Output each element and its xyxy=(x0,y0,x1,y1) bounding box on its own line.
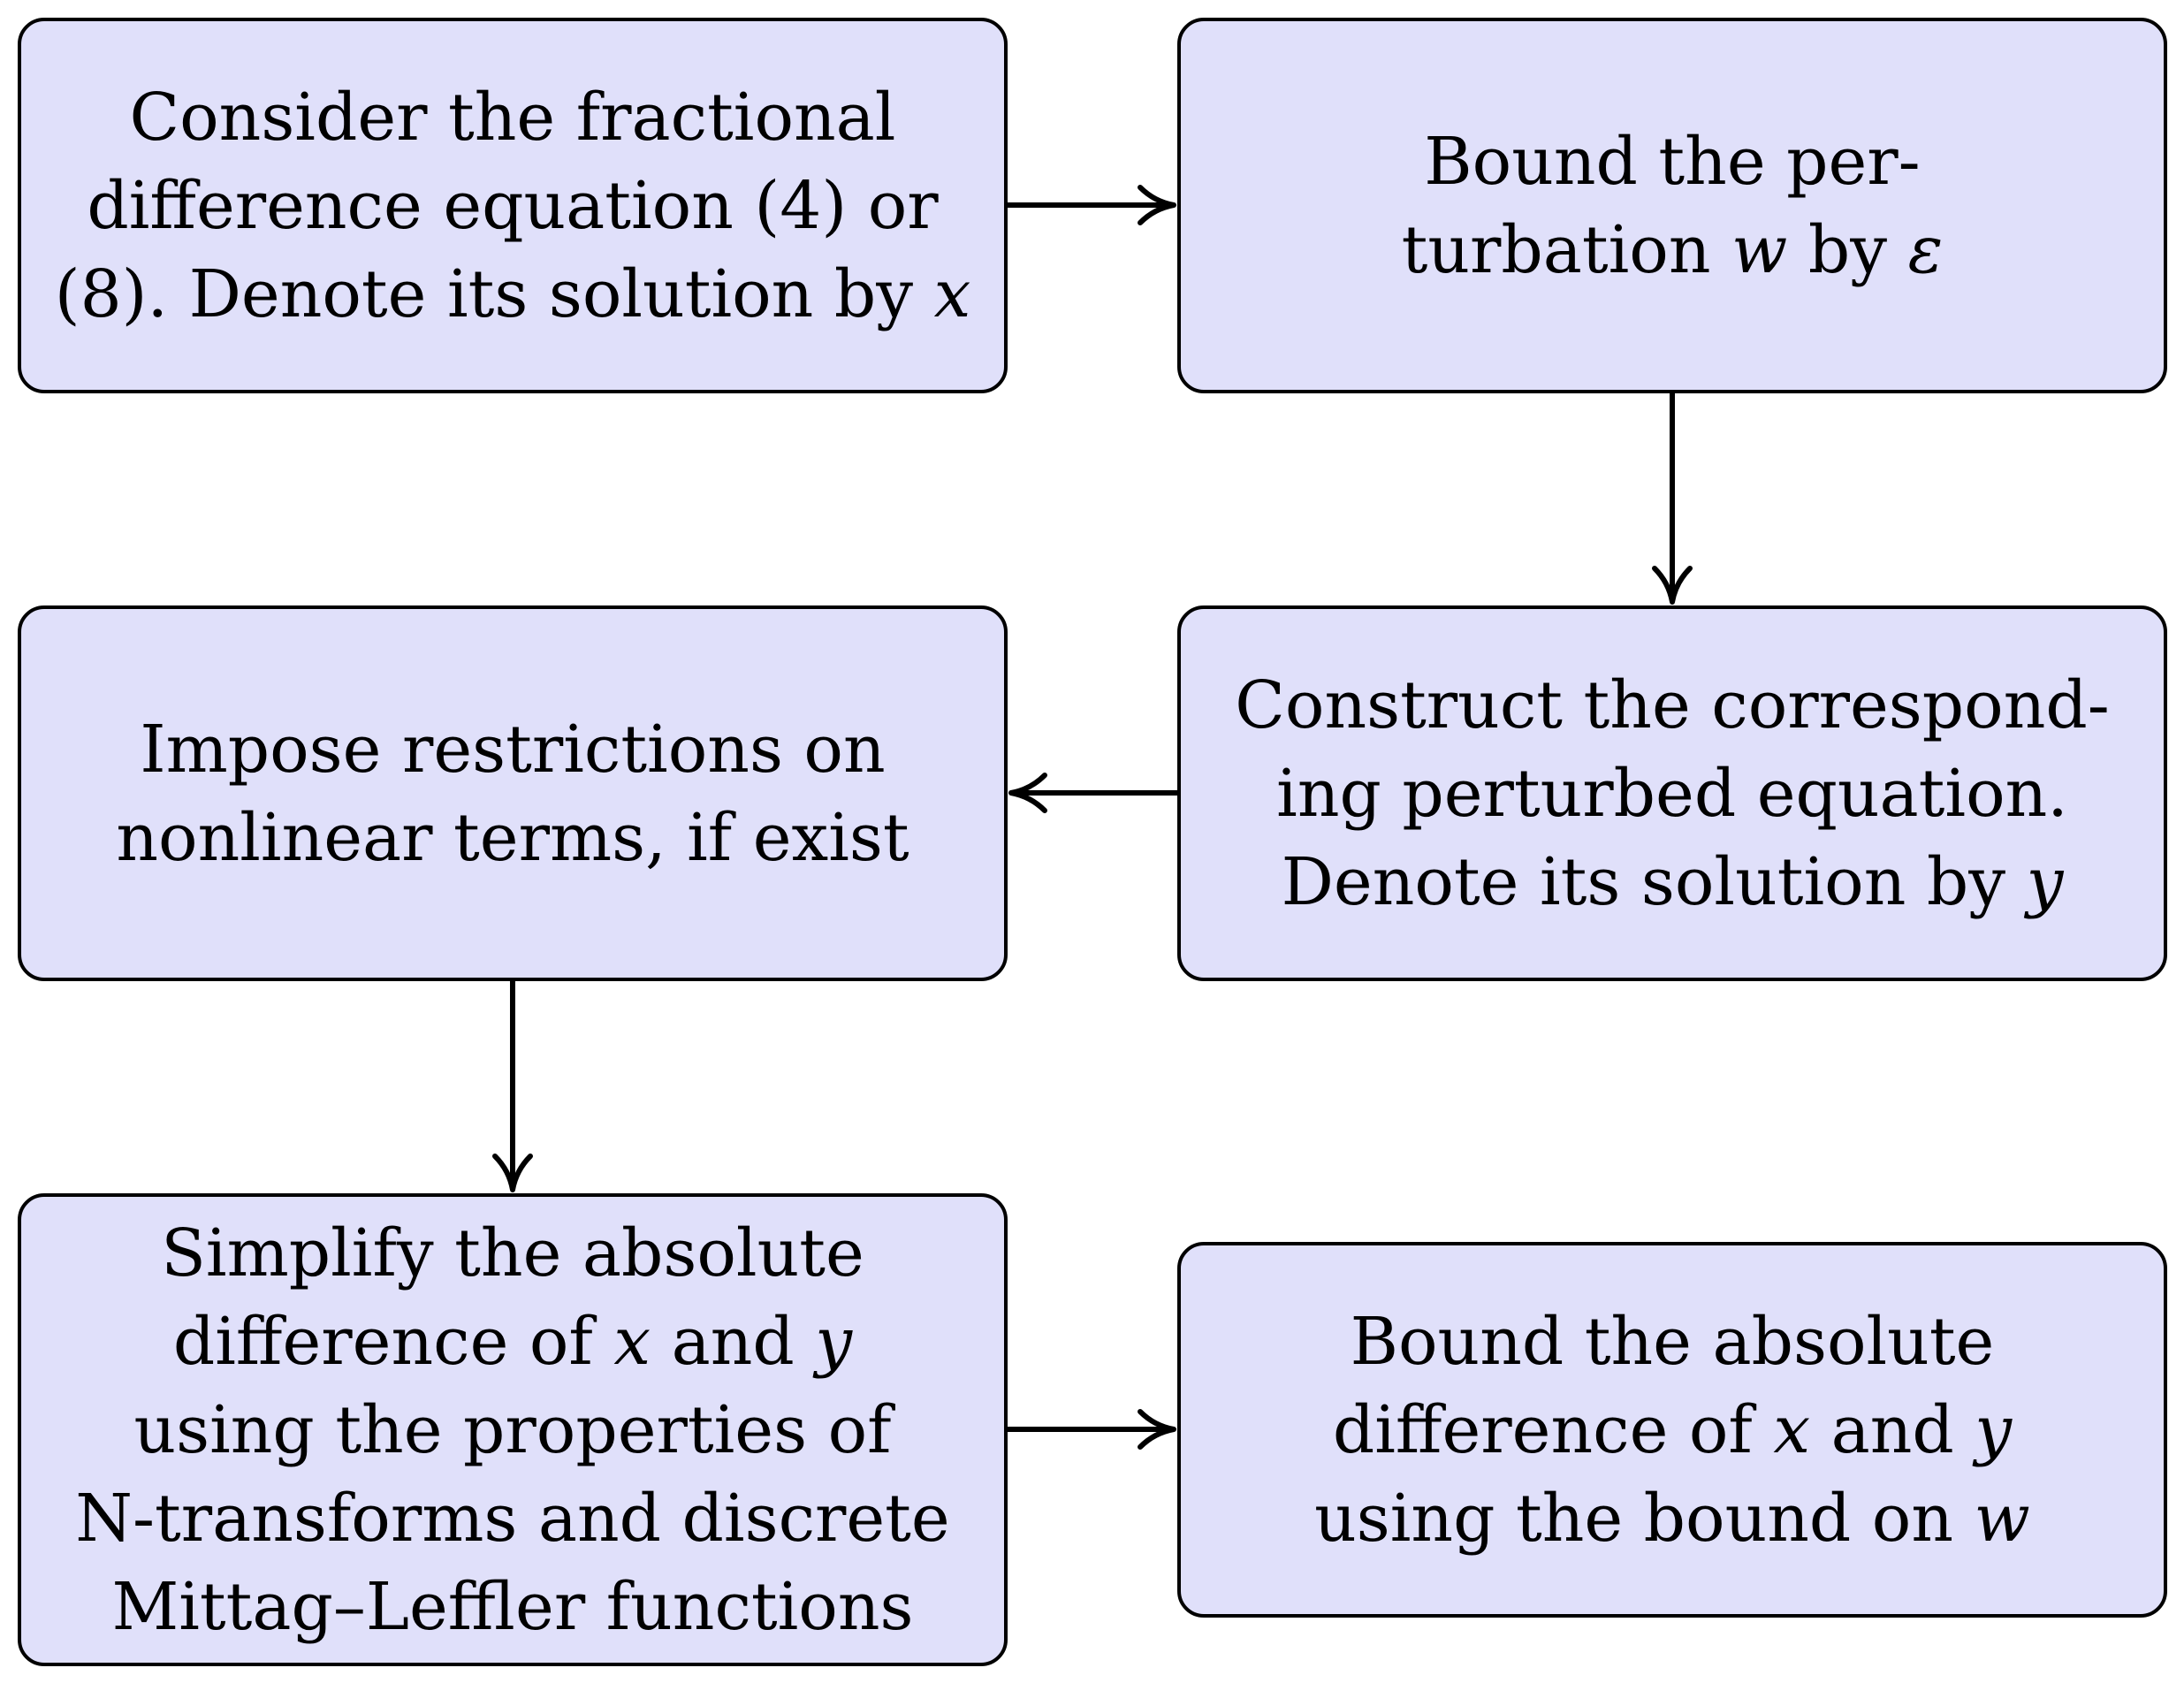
text-line: difference of x and y xyxy=(1314,1386,2030,1474)
text-line: Bound the per- xyxy=(1402,118,1944,206)
text-segment: nonlinear terms, if exist xyxy=(116,799,909,876)
arrow-impose-to-simplify xyxy=(492,979,533,1192)
text-line: Mittag–Leffler functions xyxy=(75,1563,949,1651)
math-variable: y xyxy=(815,1303,853,1380)
text-segment: Consider the fractional xyxy=(129,79,896,156)
step-construct-perturbed-text: Construct the correspond-ing perturbed e… xyxy=(1217,661,2127,926)
text-line: Construct the correspond- xyxy=(1235,661,2109,750)
text-segment: Bound the absolute xyxy=(1350,1303,1995,1380)
text-segment: and xyxy=(1810,1391,1975,1468)
text-segment: Simplify the absolute xyxy=(161,1215,864,1291)
text-segment: Bound the per- xyxy=(1424,123,1921,200)
text-line: using the properties of xyxy=(75,1386,949,1474)
step-construct-perturbed-box: Construct the correspond-ing perturbed e… xyxy=(1177,605,2167,981)
text-line: Simplify the absolute xyxy=(75,1209,949,1298)
text-segment: Mittag–Leffler functions xyxy=(111,1568,914,1645)
text-segment: by xyxy=(1787,211,1908,288)
text-line: Impose restrictions on xyxy=(116,705,909,794)
math-variable: x xyxy=(1773,1391,1811,1468)
arrow-construct-to-impose xyxy=(1008,773,1180,813)
text-line: N-transforms and discrete xyxy=(75,1474,949,1563)
text-line: turbation w by ε xyxy=(1402,206,1944,294)
step-consider-equation-box: Consider the fractional difference equati… xyxy=(18,18,1008,393)
text-segment: ing perturbed equation. xyxy=(1276,755,2068,832)
text-segment: using the bound on xyxy=(1314,1480,1975,1557)
text-line: (8). Denote its solution by x xyxy=(55,250,971,339)
text-segment: Construct the correspond- xyxy=(1235,666,2110,743)
math-variable: x xyxy=(613,1303,651,1380)
text-line: Denote its solution by y xyxy=(1235,838,2109,926)
text-segment: difference equation (4) or xyxy=(87,167,939,244)
arrow-simplify-to-bound-difference xyxy=(1005,1409,1176,1450)
text-segment: Impose restrictions on xyxy=(140,711,886,788)
step-impose-restrictions-box: Impose restrictions on nonlinear terms, i… xyxy=(18,605,1008,981)
text-line: using the bound on w xyxy=(1314,1474,2030,1563)
text-segment: and xyxy=(651,1303,816,1380)
step-consider-equation-text: Consider the fractional difference equati… xyxy=(37,73,989,339)
text-segment: difference of xyxy=(1332,1391,1774,1468)
step-impose-restrictions-text: Impose restrictions on nonlinear terms, i… xyxy=(98,705,926,882)
arrow-consider-to-bound-perturbation xyxy=(1005,185,1176,225)
step-bound-perturbation-text: Bound the per-turbation w by ε xyxy=(1384,118,1961,294)
math-variable: y xyxy=(2026,843,2064,920)
arrow-bound-perturbation-to-construct xyxy=(1652,391,1693,605)
math-variable: w xyxy=(1974,1480,2030,1557)
text-line: nonlinear terms, if exist xyxy=(116,794,909,882)
text-line: Bound the absolute xyxy=(1314,1298,2030,1386)
text-segment: Denote its solution by xyxy=(1281,843,2027,920)
text-segment: (8). Denote its solution by xyxy=(54,255,934,332)
math-variable: ε xyxy=(1907,211,1944,288)
text-segment: turbation xyxy=(1401,211,1732,288)
text-line: difference equation (4) or xyxy=(55,162,971,250)
text-segment: difference of xyxy=(172,1303,614,1380)
text-line: ing perturbed equation. xyxy=(1235,750,2109,838)
text-segment: using the properties of xyxy=(133,1391,892,1468)
text-line: Consider the fractional xyxy=(55,73,971,162)
step-bound-perturbation-box: Bound the per-turbation w by ε xyxy=(1177,18,2167,393)
text-line: difference of x and y xyxy=(75,1298,949,1386)
math-variable: x xyxy=(933,255,971,332)
math-variable: y xyxy=(1975,1391,2013,1468)
math-variable: w xyxy=(1731,211,1788,288)
text-segment: N-transforms and discrete xyxy=(75,1480,950,1557)
